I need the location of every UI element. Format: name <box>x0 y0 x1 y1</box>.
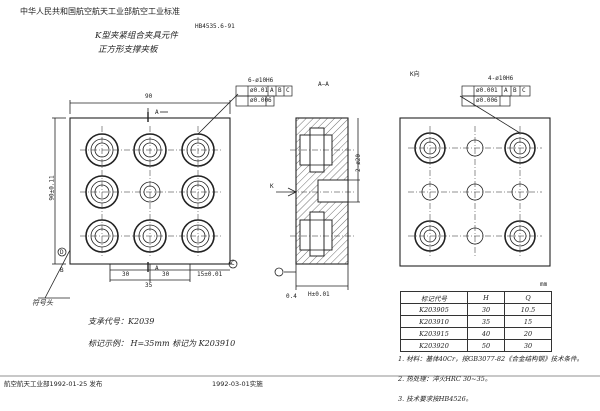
table-row: K203915 40 20 <box>400 327 552 340</box>
title-line-1: K型夹紧组合夹具元件 <box>95 31 178 41</box>
table-header-cell: 标记代号 <box>400 291 468 304</box>
table-cell: 30 <box>504 339 552 352</box>
marker-label: 符号头 <box>32 299 53 307</box>
view-label-section: A—A <box>318 81 329 88</box>
table-cell: 50 <box>467 339 505 352</box>
issue-date: 航空航天工业部1992-01-25 发布 <box>4 380 103 388</box>
spec-table: 标记代号 H Q K203905 30 10.5 K203910 35 15 K… <box>400 291 552 352</box>
table-cell: K203905 <box>400 303 468 316</box>
dim-height: 90±0.11 <box>48 175 56 201</box>
dim-h: H±0.01 <box>308 291 330 298</box>
datum-b-left: B <box>278 87 282 94</box>
dim-35: 35 <box>145 282 153 289</box>
hole-spec-left: 6-ø10H6 <box>248 77 274 84</box>
section-a-top: A <box>155 109 159 116</box>
tol-perp-left: ø0.006 <box>250 97 272 104</box>
datum-a-right: A <box>504 87 508 94</box>
k-view-arrow-label: K <box>270 183 274 190</box>
note-1: 1. 材料：基体40Cr，按GB3077-82《合金结构钢》技术条件。 <box>398 355 584 363</box>
table-cell: 15 <box>504 315 552 328</box>
dim-2-phi20: 2-ø20 <box>355 153 363 173</box>
tol-pos-right: ø0.001 <box>476 87 498 94</box>
dim-30a: 30 <box>122 271 130 278</box>
table-cell: K203915 <box>400 327 468 340</box>
datum-c-left: C <box>286 87 290 94</box>
hole-spec-right: 4-ø10H6 <box>488 75 514 82</box>
datum-a-left: A <box>270 87 274 94</box>
title-line-2: 正方形支撑夹板 <box>98 45 158 55</box>
section-a-bottom: A <box>155 265 159 272</box>
datum-c-right: C <box>522 87 526 94</box>
table-unit: mm <box>540 281 548 288</box>
table-header-cell: H <box>467 291 505 304</box>
table-row: K203920 50 30 <box>400 339 552 352</box>
table-cell: K203910 <box>400 315 468 328</box>
table-cell: 40 <box>467 327 505 340</box>
right-plate-outline <box>399 117 551 267</box>
dim-15: 15±0.01 <box>197 271 223 278</box>
datum-b-right: B <box>513 87 517 94</box>
org-header: 中华人民共和国航空航天工业部航空工业标准 <box>20 7 180 16</box>
datum-b-label: B <box>60 267 64 274</box>
support-code: 支承代号：K2039 <box>88 317 155 326</box>
dim-width: 90 <box>145 93 153 100</box>
table-header-row: 标记代号 H Q <box>400 291 552 304</box>
effective-date: 1992-03-01实施 <box>212 380 263 388</box>
datum-c-label: C <box>231 260 235 267</box>
note-3: 3. 技术要求按HB4526。 <box>398 395 473 403</box>
table-cell: K203920 <box>400 339 468 352</box>
tol-pos-left: ø0.01 <box>250 87 269 94</box>
table-row: K203905 30 10.5 <box>400 303 552 316</box>
table-cell: 30 <box>467 303 505 316</box>
tol-perp-right: ø0.006 <box>476 97 498 104</box>
note-2: 2. 热处理：淬火HRC 30~35。 <box>398 375 492 383</box>
table-cell: 35 <box>467 315 505 328</box>
table-row: K203910 35 15 <box>400 315 552 328</box>
section-view <box>290 117 354 265</box>
view-label-k: K向 <box>410 71 420 78</box>
table-cell: 10.5 <box>504 303 552 316</box>
datum-d-label: D <box>60 249 64 256</box>
dim-30b: 30 <box>162 271 170 278</box>
marking-example: 标记示例： H=35mm 标记为 K203910 <box>88 339 236 348</box>
table-header-cell: Q <box>504 291 552 304</box>
standard-number: HB4535.6-91 <box>195 23 235 30</box>
dim-04: 0.4 <box>286 293 297 300</box>
table-cell: 20 <box>504 327 552 340</box>
